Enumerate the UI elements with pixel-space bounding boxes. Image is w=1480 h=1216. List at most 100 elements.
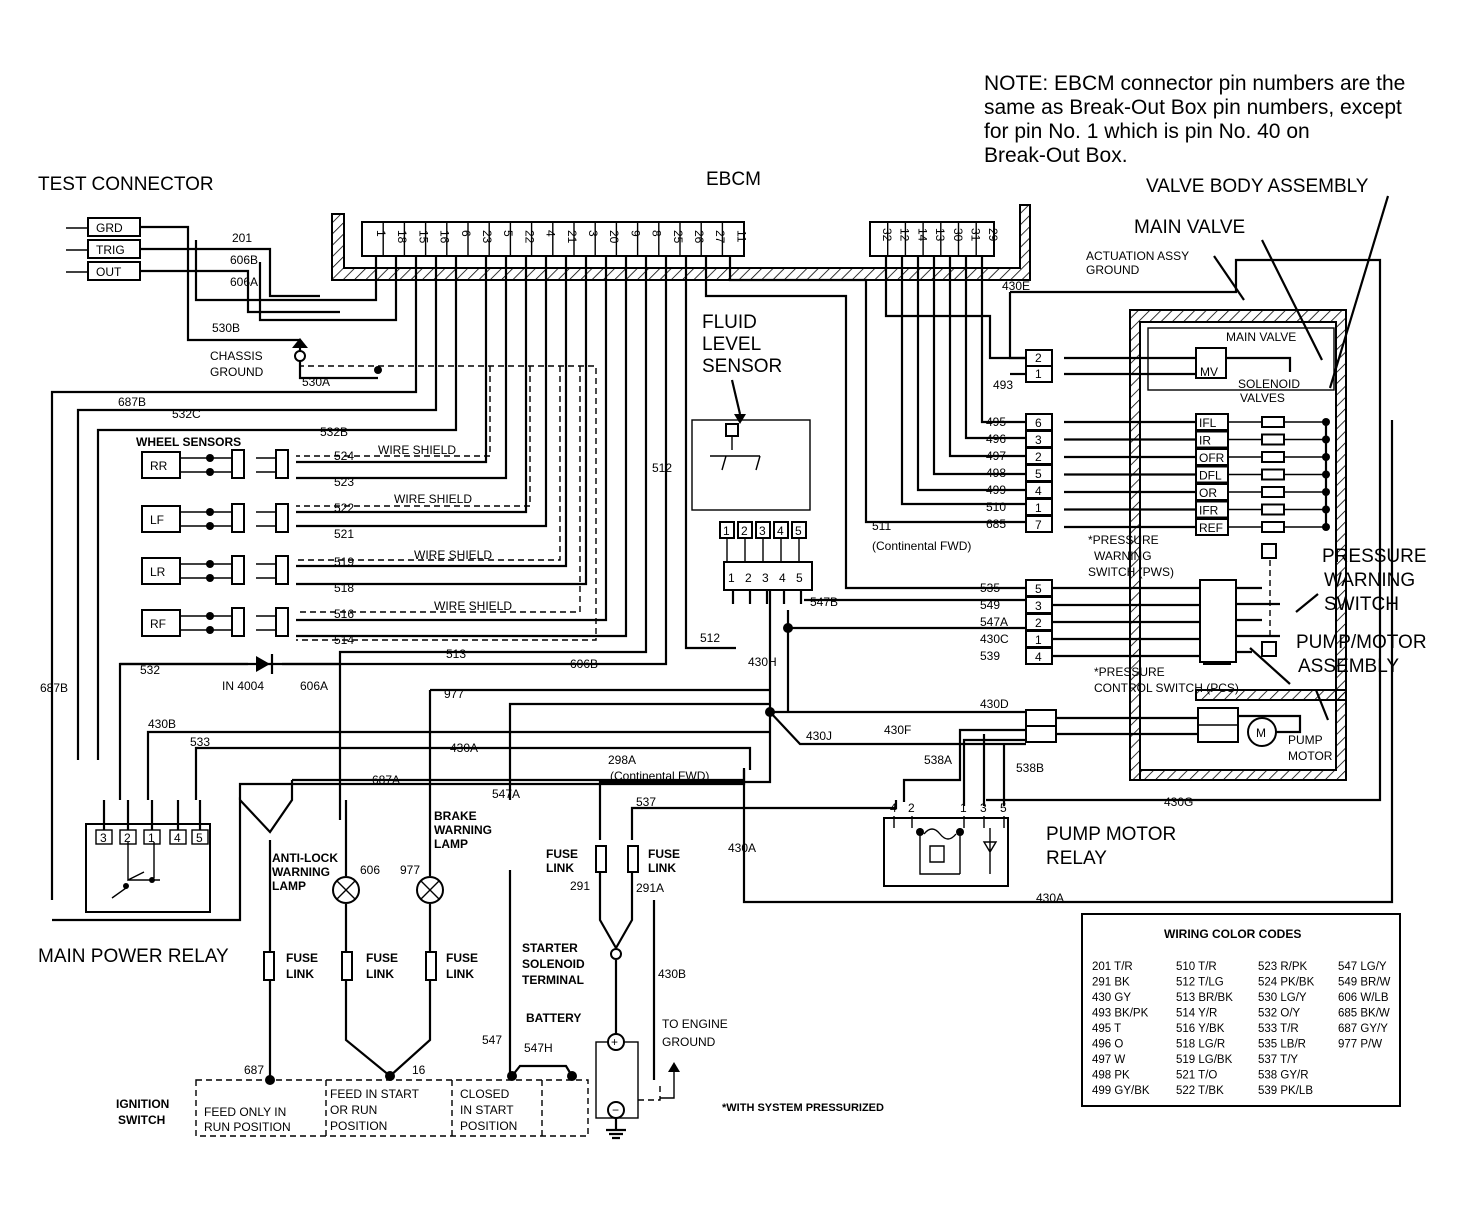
pump-conn-pin-5: 5: [1035, 582, 1042, 596]
tc-pin-grd: GRD: [96, 221, 123, 235]
starter-label-1: STARTER: [522, 941, 578, 955]
wire-547a: 547A: [980, 615, 1008, 629]
wire-label-532b: 532B: [320, 425, 348, 439]
valve-body-title: VALVE BODY ASSEMBLY: [1146, 176, 1369, 197]
pump-relay-label-1: PUMP MOTOR: [1046, 824, 1176, 845]
color-code-524: 524 PK/BK: [1258, 977, 1315, 989]
fuse-3-a: FUSE: [446, 951, 478, 965]
wire-label-430h: 430H: [748, 655, 777, 669]
chassis-ground: CHASSIS GROUND: [210, 338, 382, 380]
fluid-plug-pin-5: 5: [796, 571, 803, 585]
wire-537-run: [630, 800, 898, 840]
anti-lock-label-1: ANTI-LOCK: [272, 851, 338, 865]
pump-conn-pin-2: 2: [1035, 616, 1042, 630]
wire-533-run: [194, 746, 752, 800]
valve-conn-pin-4: 4: [1035, 484, 1042, 498]
brake-label-1: BRAKE: [434, 809, 477, 823]
wire-496: 496: [986, 432, 1006, 446]
pump-assembly-label-1: PUMP/MOTOR: [1296, 632, 1427, 653]
solenoid-mv: MV: [1200, 365, 1218, 379]
ebcm-title: EBCM: [706, 169, 761, 190]
color-code-538: 538 GY/R: [1258, 1070, 1309, 1082]
solenoid-label-dfl: DFL: [1199, 469, 1222, 483]
wire-label-977: 977: [444, 687, 464, 701]
battery-label: BATTERY: [526, 1011, 581, 1025]
fluid-plug-pin-1: 1: [728, 571, 735, 585]
color-code-606: 606 W/LB: [1338, 992, 1389, 1004]
fluid-label-1: FLUID: [702, 312, 757, 333]
engine-ground-label-2: GROUND: [662, 1035, 716, 1049]
wire-430c: 430C: [980, 632, 1009, 646]
wire-label-291: 291: [570, 879, 590, 893]
ign-run-1: FEED ONLY IN: [204, 1105, 286, 1119]
wire-label-533: 533: [190, 735, 210, 749]
main-relay-pin-4: 4: [174, 831, 181, 845]
valve-conn-pin-2: 2: [1035, 450, 1042, 464]
valve-conn-pin-6: 6: [1035, 416, 1042, 430]
tc-pin-out: OUT: [96, 265, 122, 279]
color-code-430: 430 GY: [1092, 992, 1131, 1004]
wheel-sensor-label-rr: RR: [150, 459, 168, 473]
wire-label-530b: 530B: [212, 321, 240, 335]
pump-relay-pin-1: 1: [960, 801, 967, 815]
pump-motor-label-1: PUMP: [1288, 733, 1323, 747]
wire-shield-label-rf: WIRE SHIELD: [434, 599, 512, 613]
wire-547b-run: [768, 590, 1026, 712]
wire-label-606a2: 606A: [300, 679, 328, 693]
main-valve-title: MAIN VALVE: [1134, 217, 1245, 238]
color-code-201: 201 T/R: [1092, 961, 1133, 973]
ebcm-pin-21: 21: [565, 230, 579, 244]
ign-start-2: OR RUN: [330, 1103, 377, 1117]
wire-shields: [296, 365, 597, 641]
wire-499: 499: [986, 483, 1006, 497]
fluid-pin-3: 3: [759, 524, 766, 538]
fluid-pin-5: 5: [795, 524, 802, 538]
ebcm-pin-26: 26: [692, 230, 706, 244]
ebcm-pin-1: 1: [374, 230, 388, 237]
color-code-530: 530 LG/Y: [1258, 992, 1307, 1004]
fluid-plug-pin-2: 2: [745, 571, 752, 585]
pws-label-1: *PRESSURE: [1088, 533, 1159, 547]
chassis-ground-label-2: GROUND: [210, 365, 264, 379]
brake-label-2: WARNING: [434, 823, 492, 837]
engine-ground-label-1: TO ENGINE: [662, 1017, 728, 1031]
fuse-1-a: FUSE: [286, 951, 318, 965]
note-block: NOTE: EBCM connector pin numbers are the…: [984, 72, 1405, 167]
continental-label-2: (Continental FWD): [610, 769, 709, 783]
wheel-sensor-lr: [141, 557, 181, 585]
wire-shield-label-lf: WIRE SHIELD: [394, 492, 472, 506]
wire-label-201: 201: [232, 231, 252, 245]
ebcm-pin-15: 15: [416, 230, 430, 244]
color-code-547: 547 LG/Y: [1338, 961, 1387, 973]
brake-lamp: BRAKE WARNING LAMP: [389, 690, 492, 1077]
valve-body-assembly: MAIN VALVE MV SOLENOID VALVES IFLIROFRDF…: [1064, 309, 1347, 781]
wire-label-537: 537: [636, 795, 656, 809]
starter-label-3: TERMINAL: [522, 973, 584, 987]
wire-label-547: 547: [482, 1033, 502, 1047]
valve-conn-pin-7: 7: [1035, 518, 1042, 532]
wire-label-518: 518: [334, 581, 354, 595]
color-code-514: 514 Y/R: [1176, 1008, 1217, 1020]
wire-label-512: 512: [652, 461, 672, 475]
engine-ground: TO ENGINE GROUND: [638, 900, 728, 1101]
color-code-512: 512 T/LG: [1176, 977, 1224, 989]
brake-label-3: LAMP: [434, 837, 468, 851]
color-code-977: 977 P/W: [1338, 1039, 1382, 1051]
wire-shield-label-rr: WIRE SHIELD: [378, 443, 456, 457]
wire-430b-run: [146, 730, 770, 800]
wire-685: 685: [986, 517, 1006, 531]
fluid-label-3: SENSOR: [702, 356, 782, 377]
wire-label-430j: 430J: [806, 729, 832, 743]
wire-label-514: 514: [334, 633, 354, 647]
valve-conn-pin-5: 5: [1035, 467, 1042, 481]
fuse-2-a: FUSE: [366, 951, 398, 965]
anti-lock-lamp: ANTI-LOCK WARNING LAMP: [272, 800, 391, 1077]
ebcm-pin-6: 6: [459, 230, 473, 237]
battery: + −: [595, 1033, 639, 1140]
pump-relay-pin-5: 5: [1000, 801, 1007, 815]
pump-motor-feed: [769, 709, 1198, 746]
ignition-switch: IGNITION SWITCH FEED ONLY IN RUN POSITIO…: [116, 870, 589, 1137]
wire-label-977b: 977: [400, 863, 420, 877]
